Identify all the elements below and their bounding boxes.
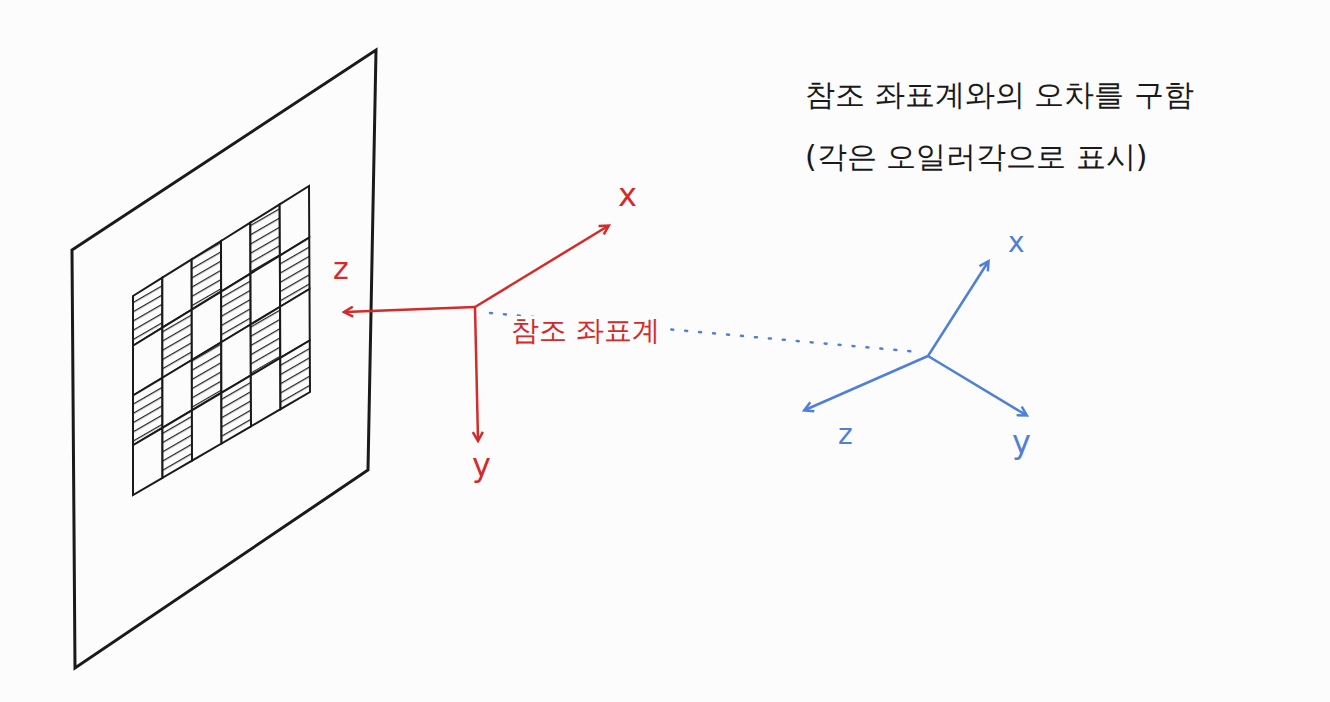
board-cell: [221, 375, 251, 443]
checkerboard: [133, 186, 310, 495]
axis-label: x: [1008, 228, 1025, 259]
board-cell: [192, 393, 222, 461]
note-text: 참조 좌표계와의 오차를 구함: [805, 78, 1194, 111]
board-cell: [162, 410, 192, 478]
measured-frame: [805, 262, 1026, 415]
board-cell: [133, 428, 163, 495]
axis-label: y: [472, 448, 491, 483]
panel: [72, 50, 376, 668]
axis-label: z: [838, 420, 853, 451]
board-cell: [251, 358, 281, 426]
axis-label: x: [618, 178, 637, 213]
board-cell: [280, 341, 310, 410]
frame-label: 참조 좌표계: [508, 316, 663, 347]
dotted-line: [490, 313, 918, 352]
axis-label: y: [1012, 425, 1031, 460]
note-text: (각은 오일러각으로 표시): [805, 140, 1147, 173]
axis-label: z: [333, 252, 349, 285]
